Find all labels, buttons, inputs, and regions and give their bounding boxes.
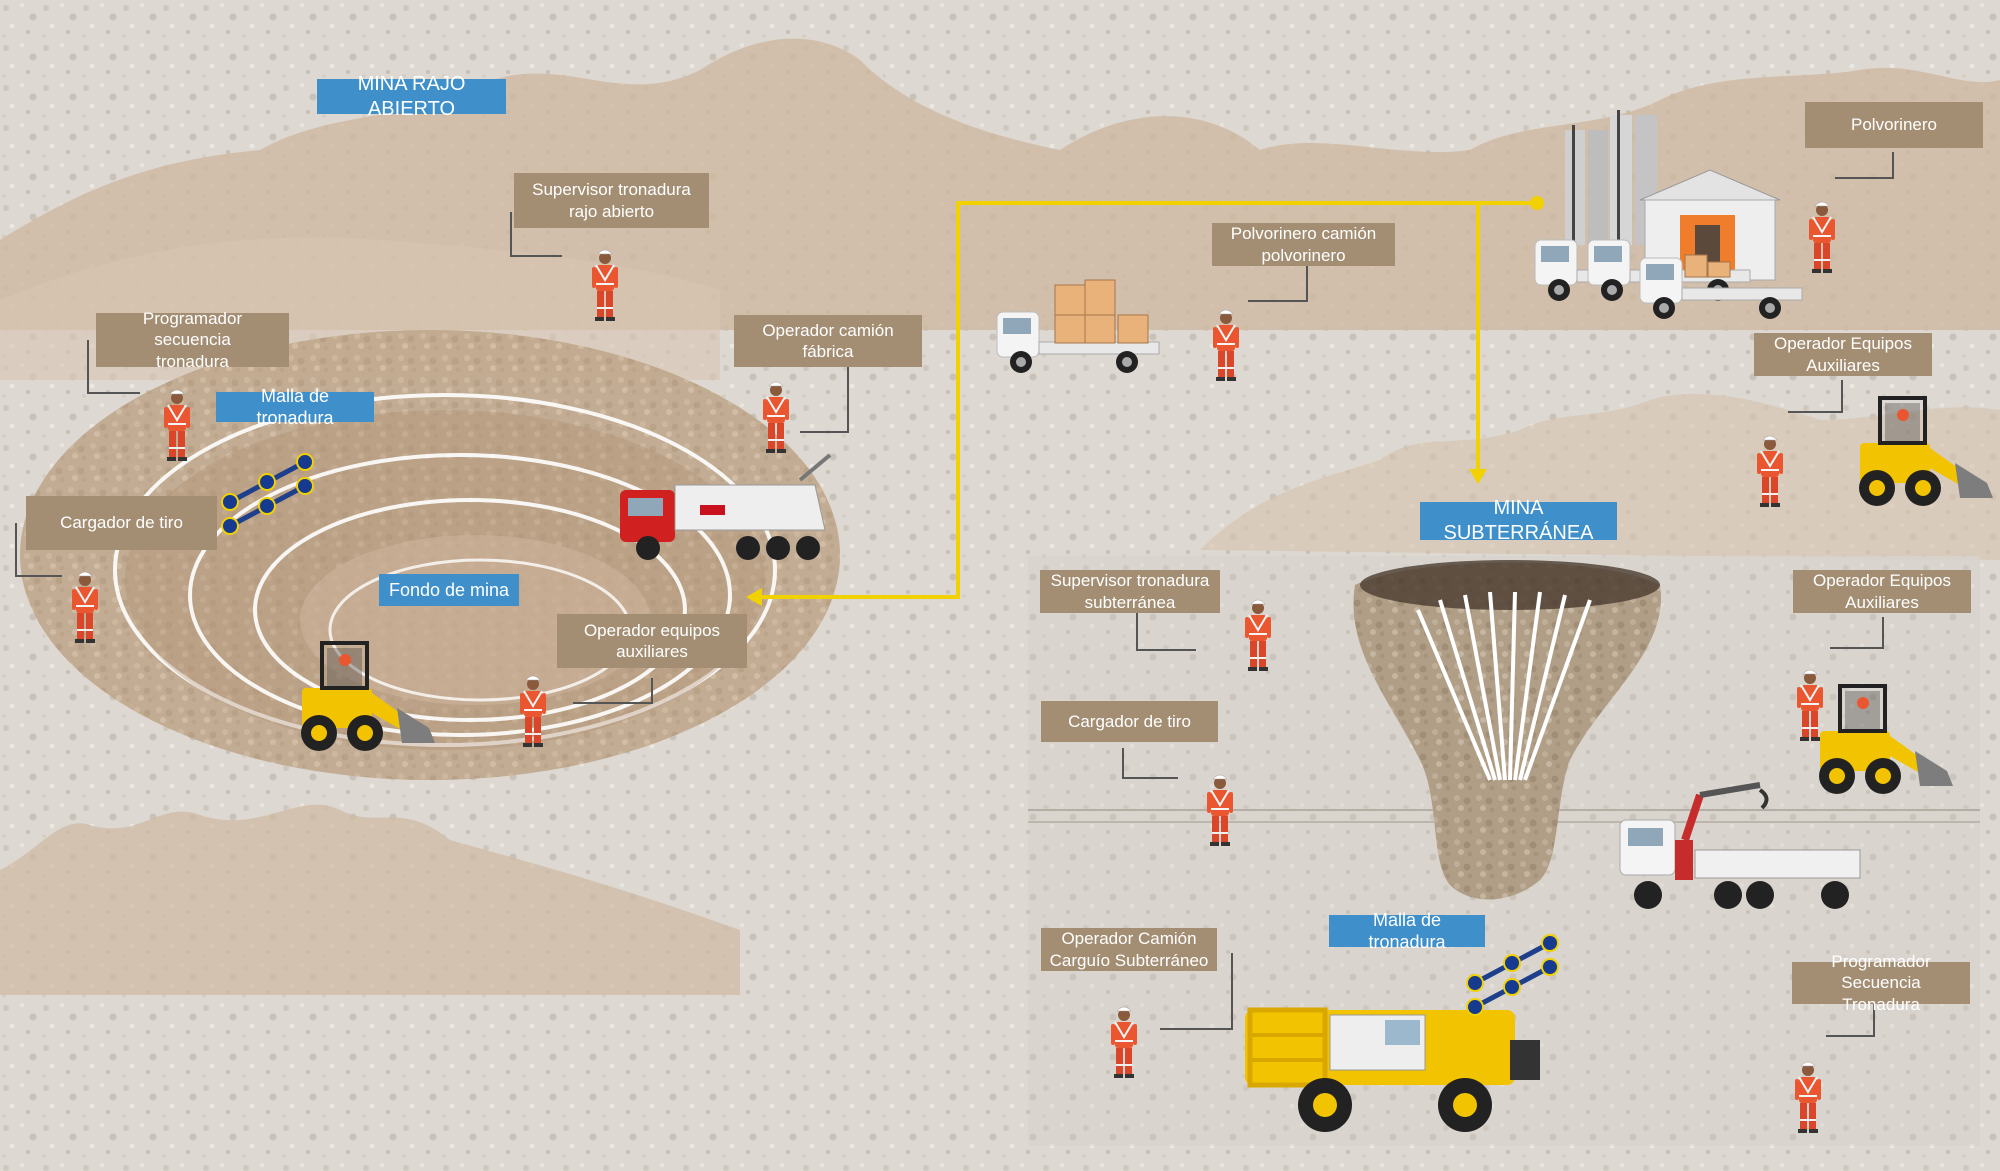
underground-loader-icon	[1245, 1007, 1540, 1132]
explosives-silo-icon	[1565, 110, 1657, 245]
label-factory-truck-operator: Operador camión fábrica	[734, 315, 922, 367]
label-open-pit-blast-pattern: Malla de tronadura	[216, 386, 374, 428]
label-pit-bottom: Fondo de mina	[379, 574, 519, 606]
supply-flow-arrows	[755, 201, 1535, 599]
arrowhead-open-pit	[746, 588, 762, 606]
label-magazine: Polvorinero	[1805, 102, 1983, 148]
open-pit	[20, 330, 840, 780]
underground-title: MINA SUBTERRÁNEA	[1420, 497, 1617, 544]
open-pit-title: MINA RAJO ABIERTO	[317, 73, 506, 120]
label-open-pit-blast-loader: Cargador de tiro	[26, 496, 217, 550]
mountain-range-bottom	[0, 804, 740, 995]
flow-origin-dot	[1530, 196, 1544, 210]
leader-lines	[15, 152, 1894, 1037]
flatbed-truck-icon	[1534, 239, 1803, 320]
arrowhead-underground	[1469, 469, 1487, 484]
explosives-transport-truck	[996, 279, 1160, 374]
mountain-range-right	[1200, 393, 2000, 560]
label-underground-blast-loader: Cargador de tiro	[1041, 701, 1218, 742]
crane-truck-icon	[1619, 782, 1861, 909]
label-underground-blast-pattern: Malla de tronadura	[1329, 910, 1485, 952]
dump-truck-icon	[620, 453, 832, 560]
